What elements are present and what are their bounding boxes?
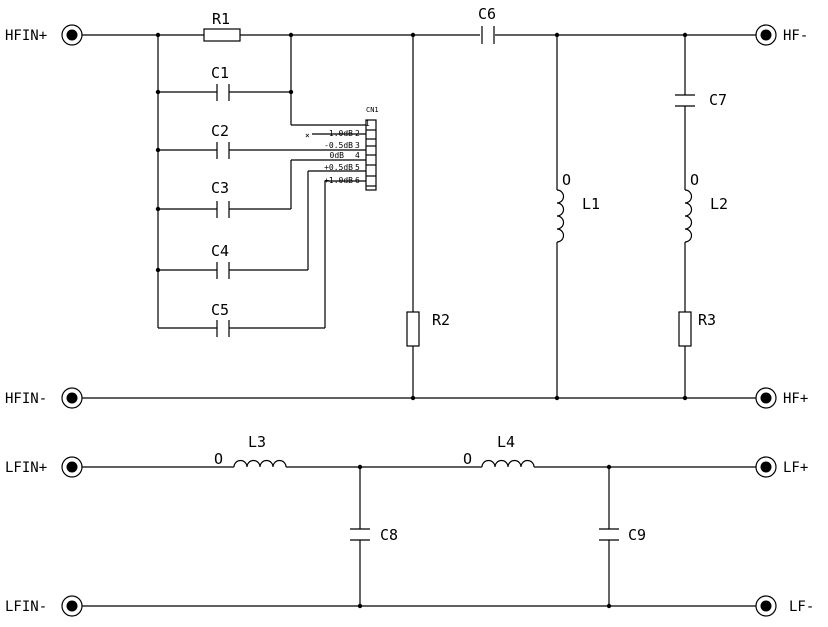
label-l4: L4: [497, 433, 515, 451]
inductor-l4[interactable]: [481, 459, 535, 468]
pin-num-1: 1: [365, 119, 370, 128]
polarity-mark-l2: O: [690, 171, 699, 189]
junction-dots: [155, 32, 688, 609]
label-c8: C8: [380, 526, 398, 544]
connector-pin-labels: 1 -1.0dB 2 -0.5dB 3 0dB 4 +0.5dB 5 +1.0d…: [324, 119, 370, 185]
terminal-hf-plus[interactable]: [755, 387, 777, 409]
pin-label-4: 0dB: [330, 151, 345, 160]
capacitor-c7[interactable]: [675, 94, 695, 107]
inductor-l3[interactable]: [233, 459, 287, 468]
terminal-hfin-minus[interactable]: [61, 387, 83, 409]
port-label-lf-plus: LF+: [783, 460, 808, 476]
capacitor-c4[interactable]: [216, 262, 230, 279]
pin-label-6: +1.0dB: [324, 176, 353, 185]
capacitor-c6[interactable]: [481, 26, 495, 44]
label-c5: C5: [211, 301, 229, 319]
no-connect-mark: ×: [305, 131, 310, 140]
terminal-lfin-plus[interactable]: [61, 456, 83, 478]
polarity-mark-l3: O: [214, 450, 223, 468]
label-c7: C7: [709, 91, 727, 109]
inductor-l1[interactable]: [556, 189, 565, 243]
capacitor-c2[interactable]: [216, 142, 230, 159]
polarity-mark-l4: O: [463, 450, 472, 468]
port-label-hf-plus: HF+: [783, 391, 808, 407]
capacitor-c9[interactable]: [599, 528, 619, 541]
label-c3: C3: [211, 179, 229, 197]
port-label-hf-minus: HF-: [783, 28, 808, 44]
port-label-lfin-plus: LFIN+: [5, 460, 47, 476]
label-r2: R2: [432, 311, 450, 329]
label-c1: C1: [211, 64, 229, 82]
hf-wiring: [82, 34, 756, 399]
label-l2: L2: [710, 195, 728, 213]
capacitor-c3[interactable]: [216, 201, 230, 218]
label-c4: C4: [211, 242, 229, 260]
lf-wiring: [82, 466, 756, 607]
resistor-r1[interactable]: [203, 28, 241, 42]
pin-num-4: 4: [355, 151, 360, 160]
pin-num-6: 6: [355, 176, 360, 185]
polarity-mark-l1: O: [562, 171, 571, 189]
terminal-hf-minus[interactable]: [755, 24, 777, 46]
terminal-lf-minus[interactable]: [755, 595, 777, 617]
port-label-hfin-plus: HFIN+: [5, 28, 47, 44]
label-l1: L1: [582, 195, 600, 213]
connector-cn1[interactable]: [365, 119, 377, 191]
label-r1: R1: [212, 10, 230, 28]
port-label-hfin-minus: HFIN-: [5, 391, 47, 407]
label-c6: C6: [478, 5, 496, 23]
label-r3: R3: [698, 311, 716, 329]
label-c9: C9: [628, 526, 646, 544]
connector-cn1-name: CN1: [366, 106, 379, 114]
terminal-lfin-minus[interactable]: [61, 595, 83, 617]
label-l3: L3: [248, 433, 266, 451]
terminal-hfin-plus[interactable]: [61, 24, 83, 46]
capacitor-c8[interactable]: [350, 528, 370, 541]
port-label-lf-minus: LF-: [789, 599, 814, 615]
resistor-r2[interactable]: [406, 311, 420, 347]
inductor-l2[interactable]: [684, 189, 693, 243]
label-c2: C2: [211, 122, 229, 140]
resistor-r3[interactable]: [678, 311, 692, 347]
pin-label-2: -1.0dB: [324, 129, 353, 138]
terminal-lf-plus[interactable]: [755, 456, 777, 478]
pin-label-3: -0.5dB: [324, 141, 353, 150]
pin-num-2: 2: [355, 129, 360, 138]
port-label-lfin-minus: LFIN-: [5, 599, 47, 615]
capacitor-c5[interactable]: [216, 320, 230, 337]
pin-label-5: +0.5dB: [324, 163, 353, 172]
pin-num-5: 5: [355, 163, 360, 172]
pin-num-3: 3: [355, 141, 360, 150]
capacitor-c1[interactable]: [216, 84, 230, 101]
